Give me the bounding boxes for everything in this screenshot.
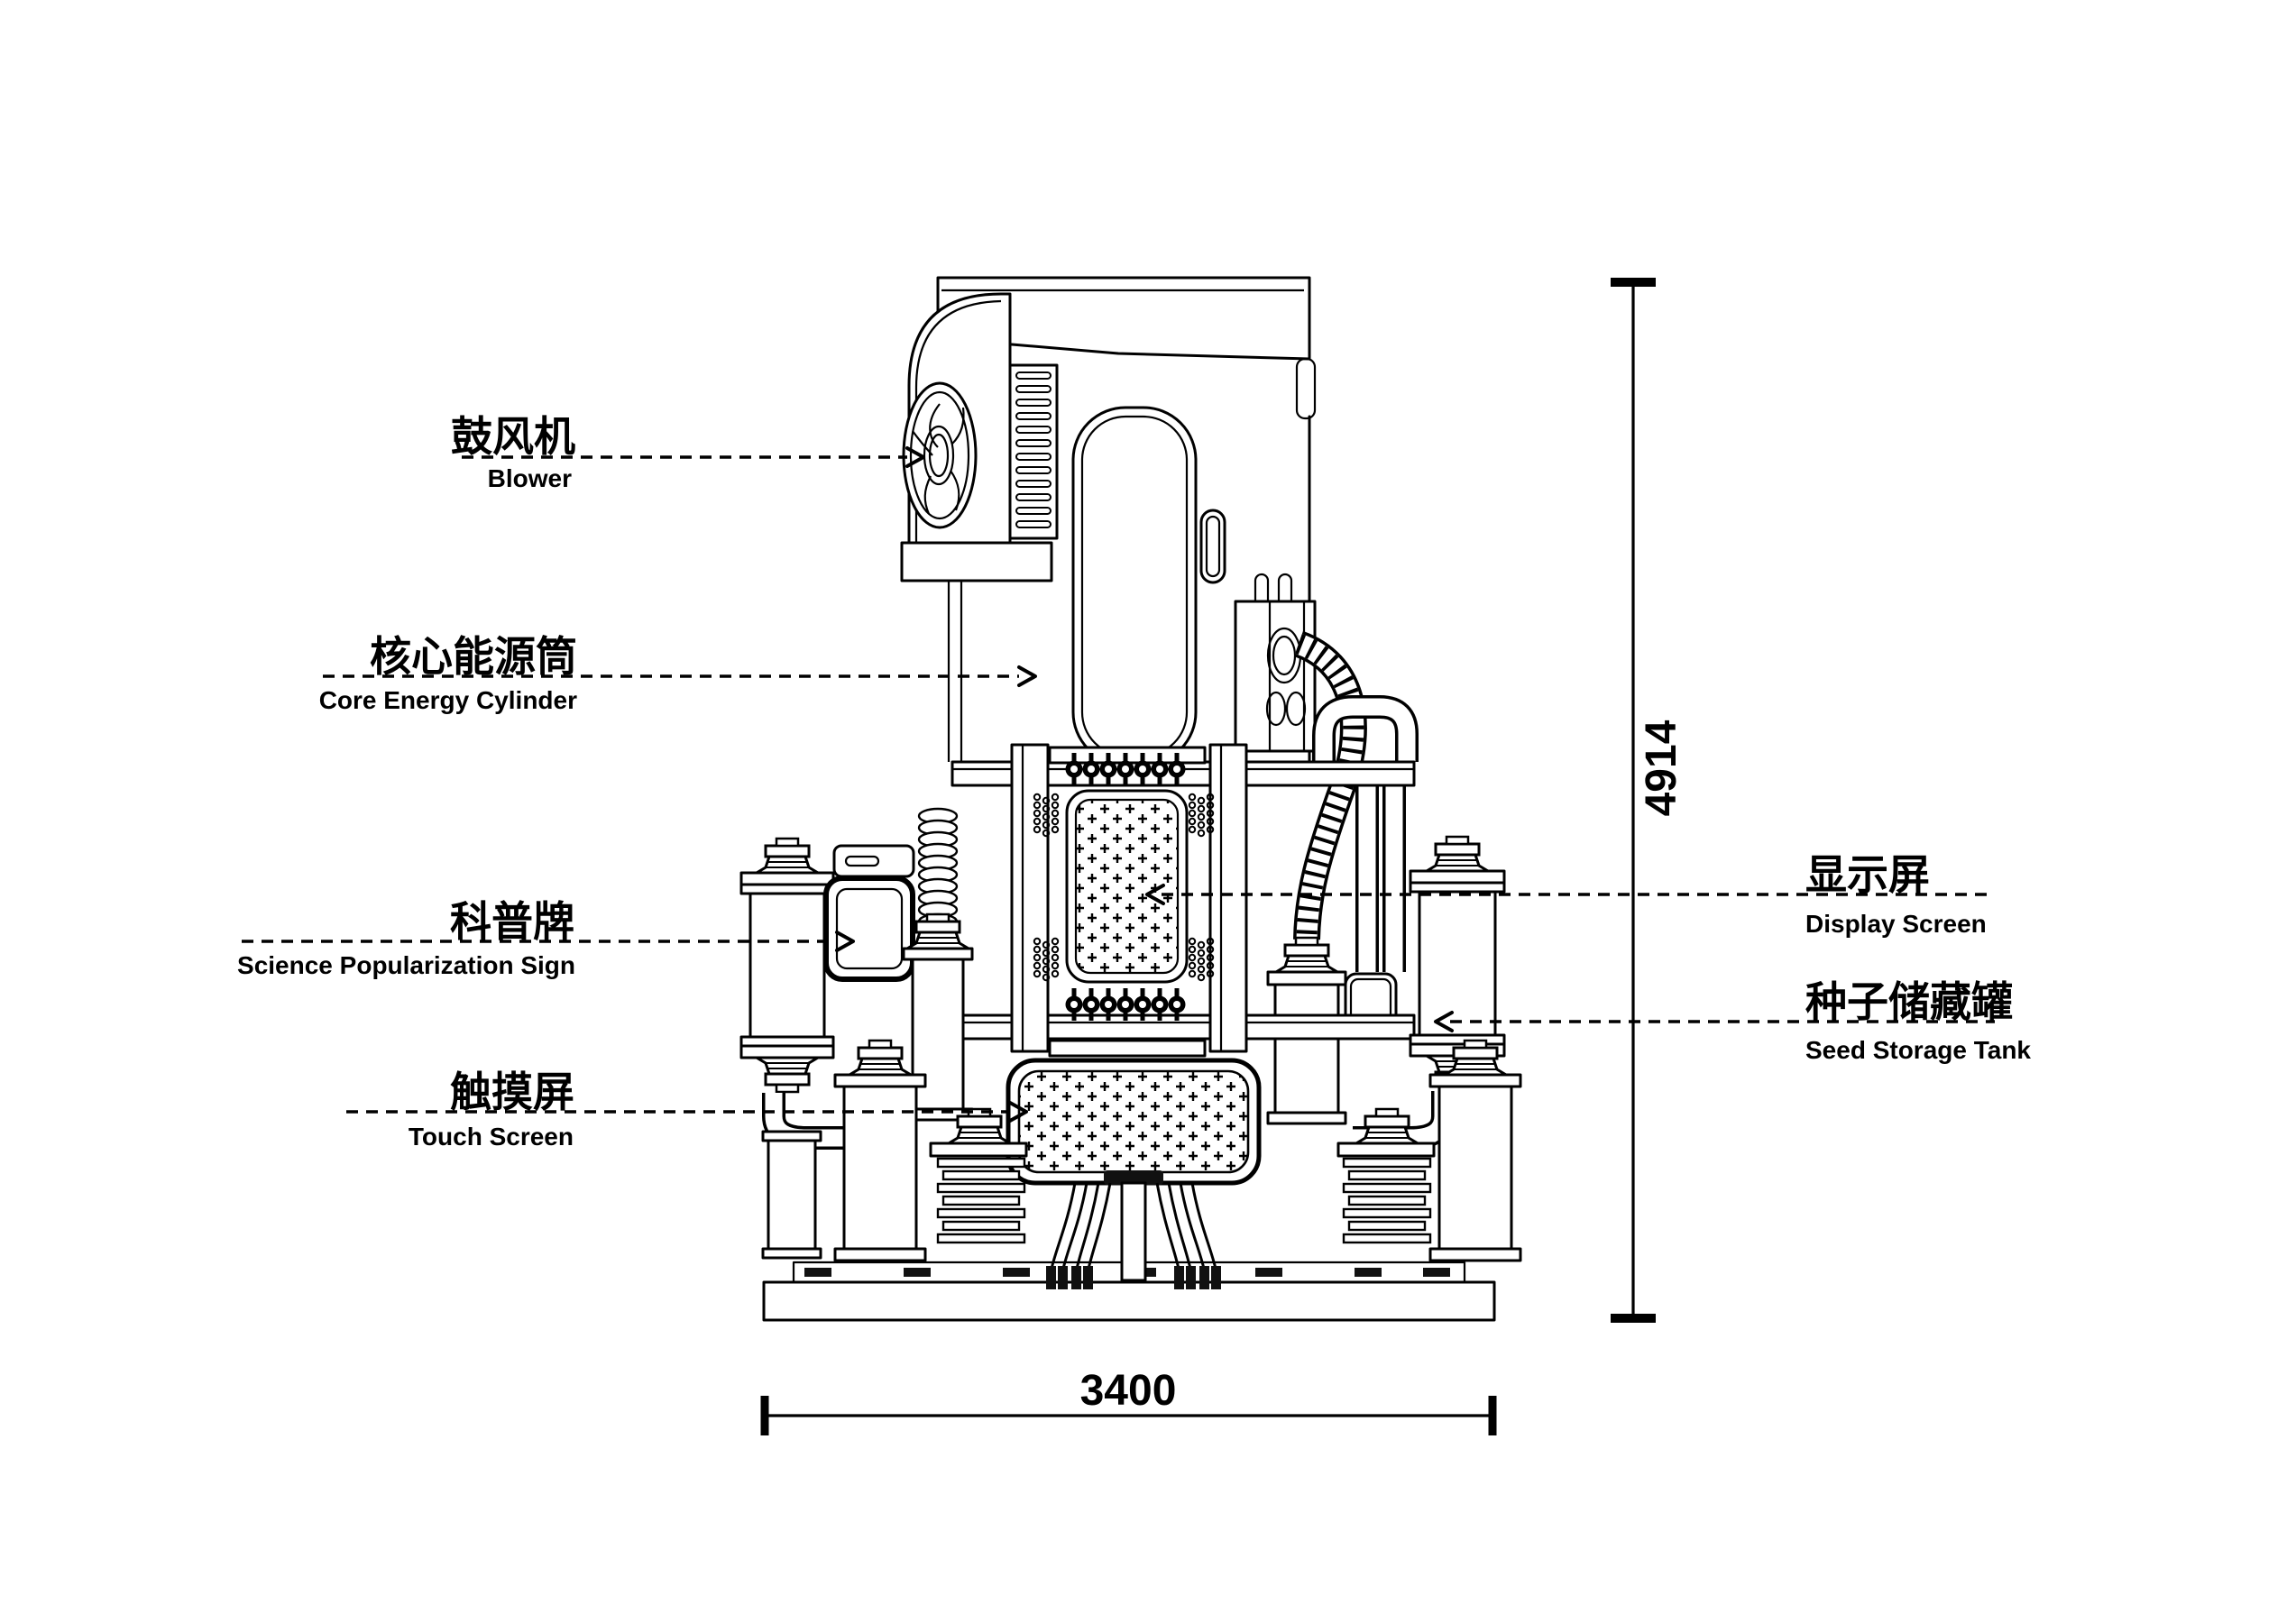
center-post (1120, 1181, 1147, 1282)
left-column (1010, 743, 1050, 1053)
dimension-width: 3400 (760, 1367, 1497, 1435)
dim-width-value: 3400 (1080, 1367, 1177, 1415)
arrow-right-icon (1008, 1101, 1028, 1123)
display-screen-panel (1065, 789, 1189, 984)
label-touch-zh: 触摸屏 (450, 1068, 574, 1115)
arrow-right-icon (905, 446, 925, 468)
arrow-right-icon (835, 931, 855, 952)
louver-vent (1008, 363, 1059, 540)
pedestal-stem (947, 581, 963, 762)
label-core-en: Core Energy Cylinder (319, 686, 577, 714)
cable-bundle-left (1044, 1181, 1112, 1291)
blower-fan-icon (902, 381, 978, 529)
science-sign-panel (823, 876, 915, 982)
bottom-tank-left (833, 1039, 927, 1262)
label-display-zh: 显示屏 (1805, 851, 1930, 898)
label-sign-zh: 科普牌 (450, 898, 574, 945)
callout-touch-screen: 触摸屏 Touch Screen (346, 1068, 1028, 1151)
machine-drawing (739, 276, 1522, 1322)
blower-pedestal (900, 541, 1053, 582)
connector-box (1234, 573, 1317, 753)
base-platform (762, 1280, 1496, 1322)
label-seed-zh: 种子储藏罐 (1805, 978, 2013, 1025)
hose-tank (1266, 970, 1347, 1125)
left-drawer (832, 844, 915, 878)
touch-screen-panel (1006, 1058, 1262, 1186)
cable-bundle-right (1155, 1181, 1223, 1291)
right-pipes (1312, 695, 1419, 972)
dim-height-value: 4914 (1638, 720, 1685, 816)
callout-seed-tank: 种子储藏罐 Seed Storage Tank (1434, 978, 2031, 1064)
hose-fitting (1274, 936, 1339, 974)
label-display-en: Display Screen (1805, 910, 1987, 938)
ribbed-stack-left (929, 1107, 1028, 1244)
label-touch-en: Touch Screen (409, 1123, 574, 1151)
label-seed-en: Seed Storage Tank (1805, 1036, 2031, 1064)
label-blower-en: Blower (488, 464, 572, 492)
label-blower-zh: 鼓风机 (451, 413, 575, 460)
coil-fitting (905, 912, 970, 950)
callout-science-sign: 科普牌 Science Popularization Sign (237, 898, 855, 979)
ribbed-stack-right (1336, 1107, 1436, 1244)
bottom-tank-right (1428, 1039, 1522, 1262)
callout-display-screen: 显示屏 Display Screen (1145, 851, 1989, 938)
arrow-left-icon (1434, 1011, 1454, 1032)
far-left-tank (761, 1130, 822, 1260)
label-core-zh: 核心能源筒 (370, 633, 577, 680)
label-sign-en: Science Popularization Sign (237, 951, 575, 979)
canopy-right-tab (1295, 357, 1317, 420)
screen-bottom-plate (1048, 1039, 1207, 1058)
coil-hose (917, 807, 959, 931)
arrow-right-icon (1017, 665, 1037, 687)
callout-blower: 鼓风机 Blower (451, 413, 925, 492)
core-energy-cylinder (1071, 406, 1198, 766)
post-flange (1104, 1170, 1163, 1185)
blower-cabinet-inner (914, 299, 1002, 577)
door-handle (1199, 509, 1226, 584)
right-column (1208, 743, 1248, 1053)
callout-core-cylinder: 核心能源筒 Core Energy Cylinder (319, 633, 1037, 714)
dimension-height: 4914 (1611, 278, 1685, 1323)
arrow-left-icon (1145, 884, 1165, 905)
